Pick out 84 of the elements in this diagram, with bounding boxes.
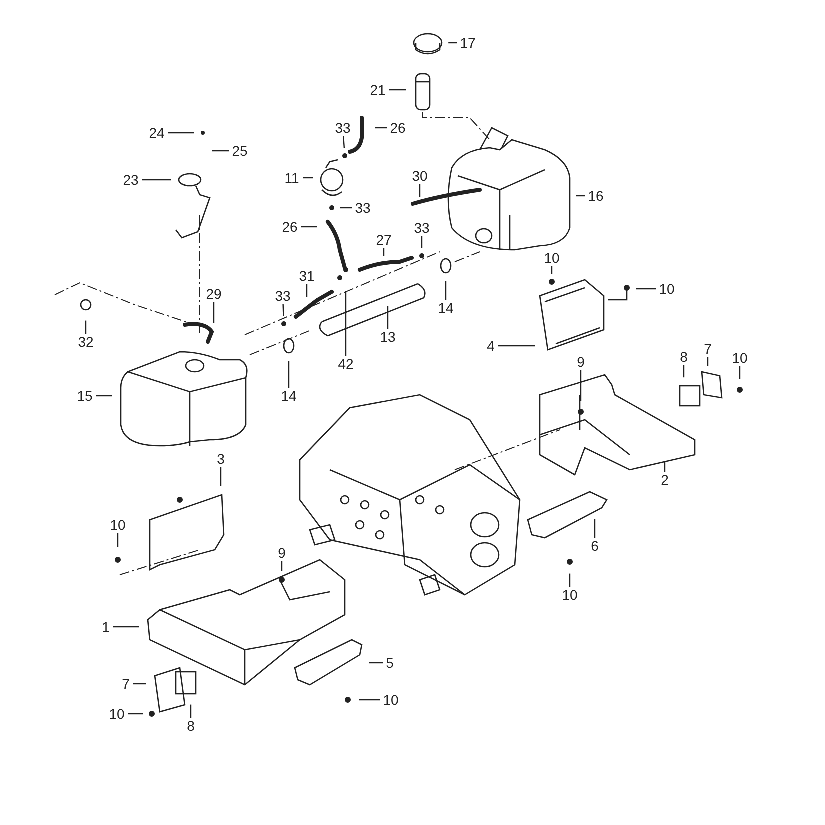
callout-number: 10 [383, 693, 399, 707]
callout-number: 42 [338, 357, 354, 371]
callout-number: 8 [680, 350, 688, 364]
leader-line [580, 370, 582, 401]
callout-number: 23 [123, 173, 139, 187]
callout-number: 26 [390, 121, 406, 135]
callout-number: 26 [282, 220, 298, 234]
callout-number: 32 [78, 335, 94, 349]
leader-line [142, 179, 171, 181]
callout-number: 15 [77, 389, 93, 403]
callout-number: 5 [386, 656, 394, 670]
callout-number: 8 [187, 719, 195, 733]
callout-number: 14 [438, 301, 454, 315]
leader-line [389, 89, 406, 91]
callout-number: 17 [460, 36, 476, 50]
callout-number: 10 [544, 251, 560, 265]
leader-line [190, 704, 192, 718]
leader-line [345, 291, 347, 356]
leader-line [359, 699, 380, 701]
leader-line [387, 306, 389, 329]
callout-number: 16 [588, 189, 604, 203]
leader-line [220, 467, 222, 486]
leader-line [448, 42, 457, 44]
callout-number: 24 [149, 126, 165, 140]
leader-line [288, 361, 290, 388]
leader-line [419, 184, 421, 198]
leader-line [421, 236, 423, 248]
leader-line [369, 662, 383, 664]
leader-line [113, 626, 139, 628]
callout-number: 11 [284, 171, 300, 185]
leader-line [683, 365, 685, 378]
callout-number: 33 [335, 121, 351, 135]
callout-number: 10 [732, 351, 748, 365]
callout-number: 27 [376, 233, 392, 247]
callout-number: 9 [278, 546, 286, 560]
callout-number: 3 [217, 452, 225, 466]
leader-line [301, 226, 317, 228]
leader-line [133, 683, 146, 685]
callout-number: 2 [661, 473, 669, 487]
leader-line [168, 132, 194, 134]
callout-number: 10 [109, 707, 125, 721]
leader-line [96, 395, 112, 397]
leader-line [212, 150, 229, 152]
callout-number: 1 [102, 620, 110, 634]
leader-line [739, 366, 741, 380]
leader-line [303, 177, 314, 179]
callout-number: 25 [232, 144, 248, 158]
callout-number: 6 [591, 539, 599, 553]
callout-number: 33 [275, 289, 291, 303]
leader-line [281, 561, 283, 572]
leader-line [340, 207, 352, 209]
callout-number: 10 [110, 518, 126, 532]
leader-line [569, 574, 571, 587]
leader-line [576, 195, 585, 197]
leader-line [375, 127, 387, 129]
callout-number: 21 [370, 83, 386, 97]
leader-line [128, 713, 143, 715]
callout-number: 33 [355, 201, 371, 215]
leader-line [306, 284, 308, 298]
leader-line [498, 345, 535, 347]
callout-number: 7 [122, 677, 130, 691]
leader-line [282, 304, 284, 316]
callout-number: 9 [577, 355, 585, 369]
callout-number: 29 [206, 287, 222, 301]
leader-line [636, 288, 656, 290]
callout-number: 33 [414, 221, 430, 235]
leader-line [707, 357, 709, 366]
leader-line [445, 281, 447, 300]
leader-line [213, 302, 215, 323]
callout-number: 4 [487, 339, 495, 353]
leader-line [383, 248, 385, 256]
leader-line [342, 136, 346, 148]
callout-number: 31 [299, 269, 315, 283]
leader-line [594, 519, 596, 538]
callout-number: 10 [562, 588, 578, 602]
callout-number: 10 [659, 282, 675, 296]
leader-line [664, 462, 666, 472]
leader-line [85, 320, 87, 334]
callout-number: 13 [380, 330, 396, 344]
leader-line [551, 266, 553, 274]
leader-line [117, 533, 119, 547]
callout-number: 30 [412, 169, 428, 183]
callout-number: 14 [281, 389, 297, 403]
callout-number: 7 [704, 342, 712, 356]
